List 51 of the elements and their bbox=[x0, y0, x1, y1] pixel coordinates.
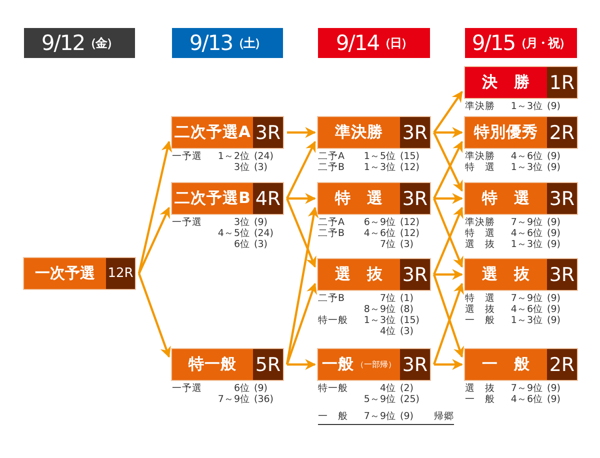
qualification-row-text: 8～9位 (8) bbox=[362, 304, 414, 315]
arrow bbox=[432, 274, 464, 358]
qualification-row-text: 一予選 6位 (9) bbox=[172, 383, 268, 394]
qualification-row-text: 7位 (3) bbox=[378, 239, 414, 250]
qualification-row-text: 特 選 7～9位 (9) bbox=[465, 293, 562, 304]
qualification-row-text: 二予B 7位 (1) bbox=[318, 293, 414, 304]
arrow bbox=[286, 282, 317, 365]
qualification-row-text: 7～9位 (36) bbox=[216, 394, 275, 405]
arrow bbox=[286, 206, 319, 365]
qualification-row-text: 準決勝 1～3位 (9) bbox=[465, 101, 562, 112]
qualification-row-text: 特 選 1～3位 (9) bbox=[465, 162, 562, 173]
qualification-row-text: 二予A 6～9位 (12) bbox=[318, 217, 421, 228]
qualification-row-text: 二予B 4～6位 (12) bbox=[318, 228, 421, 239]
arrow bbox=[432, 206, 464, 275]
arrow bbox=[287, 127, 316, 138]
arrow bbox=[287, 193, 316, 204]
qualification-row-text: 二予B 1～3位 (12) bbox=[318, 162, 421, 173]
arrow bbox=[432, 198, 464, 268]
arrow bbox=[138, 273, 171, 358]
qualification-row-text: 一 般 1～3位 (9) bbox=[465, 315, 562, 326]
qualification-row-text: 準決勝 7～9位 (9) bbox=[465, 217, 562, 228]
arrow bbox=[433, 90, 463, 134]
arrow bbox=[286, 140, 316, 199]
qualification-row-text: 一予選 3位 (9) bbox=[172, 217, 268, 228]
arrow bbox=[433, 132, 463, 192]
arrow bbox=[434, 193, 464, 204]
arrow bbox=[434, 359, 464, 370]
arrow bbox=[286, 198, 316, 268]
qualification-row-text: 4位 (3) bbox=[378, 326, 414, 337]
qualification-row-text: 3位 (3) bbox=[232, 162, 268, 173]
qualification-row-text: 特一般 4位 (2) bbox=[318, 383, 414, 394]
qualification-row-text: 特一般 1～3位 (15) bbox=[318, 315, 421, 326]
qualification-row-text: 選 抜 7～9位 (9) bbox=[465, 383, 562, 394]
qualification-row: 一 般 7～9位 (9) 帰郷 bbox=[318, 411, 454, 425]
qualification-row-text: 選 抜 4～6位 (9) bbox=[465, 304, 562, 315]
arrow bbox=[287, 359, 316, 370]
arrow bbox=[434, 269, 464, 280]
qualification-row-text: 一 般 4～6位 (9) bbox=[465, 394, 562, 405]
arrow bbox=[138, 140, 172, 274]
qualification-row-text: 4～5位 (24) bbox=[216, 228, 275, 239]
qualification-row-text: 特 選 4～6位 (9) bbox=[465, 228, 562, 239]
qualification-row-text: 6位 (3) bbox=[232, 239, 268, 250]
qualification-row-text: 選 抜 1～3位 (9) bbox=[465, 239, 562, 250]
arrow bbox=[433, 140, 463, 199]
qualification-row-text: 準決勝 4～6位 (9) bbox=[465, 151, 562, 162]
qualification-row-text: 二予A 1～5位 (15) bbox=[318, 151, 421, 162]
arrow bbox=[432, 282, 464, 365]
arrow bbox=[138, 206, 170, 274]
qualification-row-text: 一予選 1～2位 (24) bbox=[172, 151, 275, 162]
arrow bbox=[434, 127, 464, 138]
qualification-row-text: 5～9位 (25) bbox=[362, 394, 421, 405]
